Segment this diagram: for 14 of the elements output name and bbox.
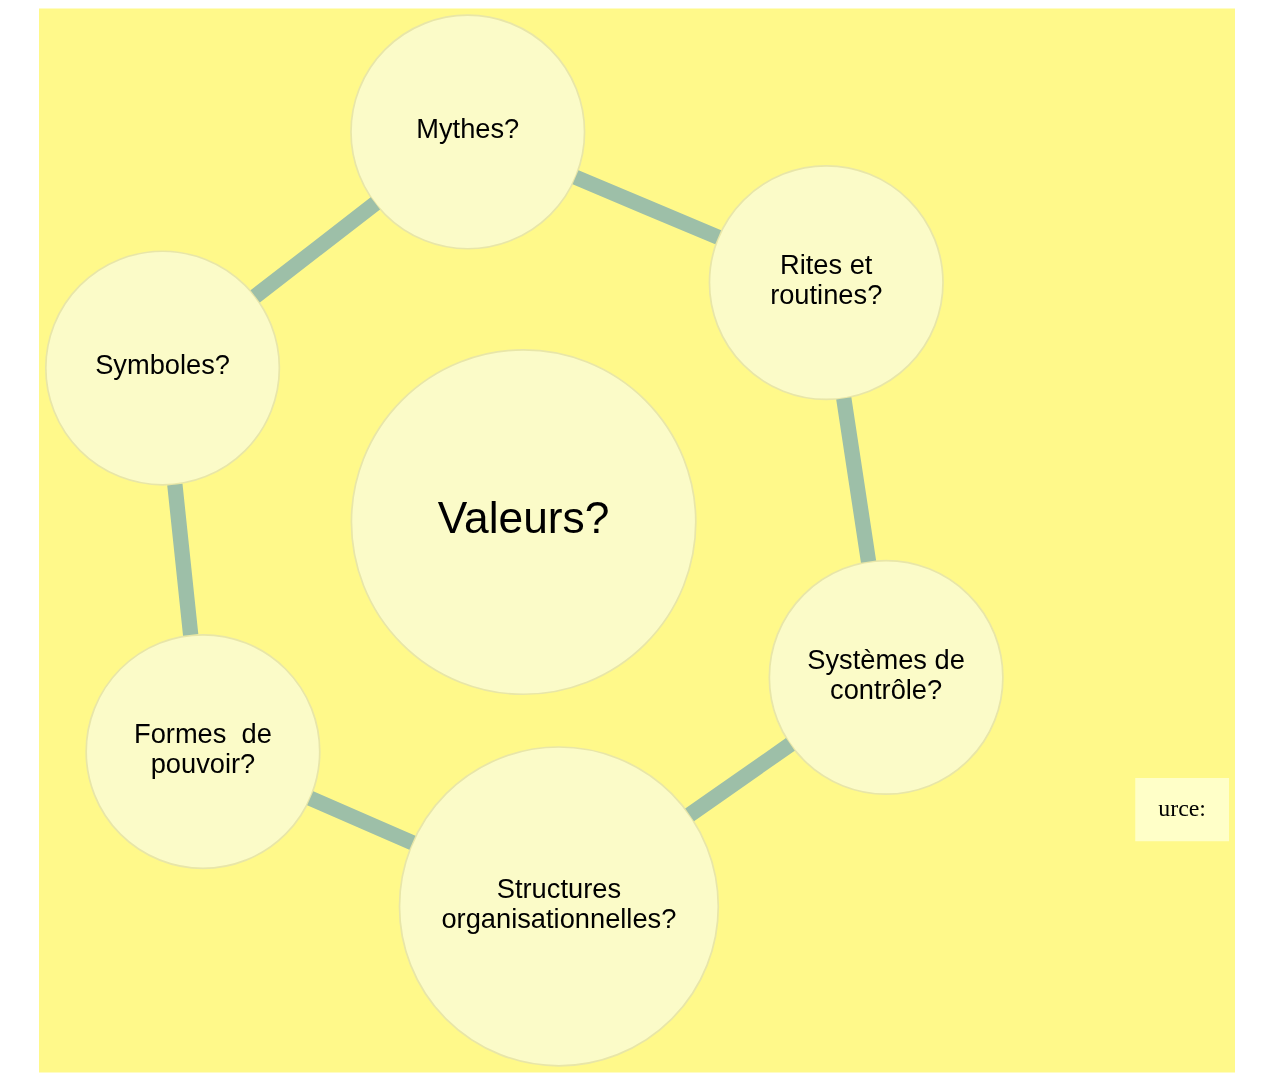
node-circle: Valeurs? xyxy=(350,349,697,696)
node-circle: Rites et routines? xyxy=(708,165,944,401)
connector xyxy=(307,791,416,850)
connector xyxy=(250,197,381,303)
node-circle: Systèmes de contrôle? xyxy=(768,559,1004,795)
connector xyxy=(167,483,199,636)
node-circle: Formes de pouvoir? xyxy=(85,633,321,870)
node-circle: Structures organisationnelles? xyxy=(398,746,720,1067)
connector xyxy=(572,170,722,245)
label: urce: xyxy=(1158,794,1206,821)
node-circle: Mythes? xyxy=(350,14,586,250)
connector xyxy=(836,397,877,563)
node-circle: Symboles? xyxy=(44,250,281,486)
connector xyxy=(685,738,795,822)
